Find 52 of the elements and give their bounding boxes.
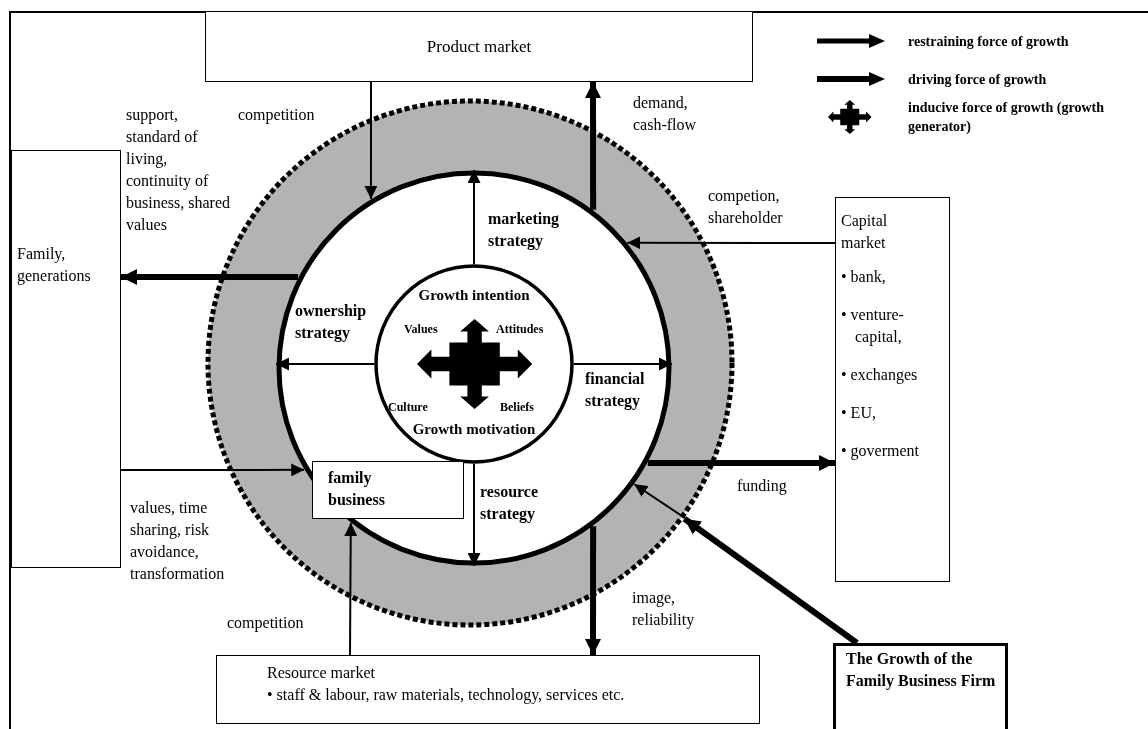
box-text: The Growth of the Family Business Firm: [846, 649, 996, 692]
arrow: [467, 463, 481, 567]
market-box: [216, 655, 760, 724]
edge-label: funding: [737, 476, 788, 497]
list-item: • staff & labour, raw materials, technology, services etc.: [267, 685, 626, 706]
legend-text: driving force of growth: [908, 70, 1048, 89]
arrow: [647, 455, 835, 471]
edge-label: values, time sharing, risk avoidance, transformation: [130, 498, 226, 584]
circle-text: Growth motivation: [411, 420, 537, 439]
circle-text: Culture: [388, 400, 428, 415]
edge-label: ownership strategy: [295, 301, 368, 344]
edge-label: demand, cash-flow: [633, 93, 698, 135]
arrow: [364, 81, 378, 200]
circle-text: Beliefs: [500, 400, 534, 415]
edge-label: marketing strategy: [488, 209, 561, 252]
list-item: • venture-capital,: [841, 305, 905, 348]
title-box: [833, 643, 1008, 729]
list-item: • goverment: [841, 441, 921, 462]
arrow: [573, 357, 673, 371]
box-title: Capital market: [841, 211, 889, 253]
legend-text: restraining force of growth: [908, 32, 1070, 51]
arrow: [275, 357, 375, 371]
box-title: Resource market: [267, 663, 376, 683]
market-box: [205, 11, 753, 82]
edge-label: competion, shareholder: [708, 186, 784, 228]
arrow: [467, 169, 481, 265]
circle-text: Values: [404, 322, 438, 337]
edge-label: support, standard of living, continuity of business, shared values: [126, 105, 230, 235]
box-text: Family, generations: [17, 244, 92, 287]
box-text: Product market: [426, 35, 532, 58]
market-box: [835, 197, 950, 582]
edge-label: image, reliability: [632, 588, 696, 631]
box-text: family business: [328, 468, 386, 510]
arrow: [121, 269, 299, 285]
arrow: [682, 516, 859, 646]
market-box: [11, 150, 121, 568]
arrow: [585, 82, 601, 210]
arrow: [585, 526, 601, 655]
edge-label: resource strategy: [480, 482, 540, 525]
edge-label: competition: [238, 105, 316, 126]
edge-label: financial strategy: [585, 369, 646, 412]
edge-label: competition: [227, 613, 305, 634]
list-item: • EU,: [841, 403, 877, 423]
circle-text: Attitudes: [496, 322, 544, 337]
legend-text: inducive force of growth (growth generator): [908, 99, 1105, 136]
arrow: [626, 236, 836, 250]
list-item: • exchanges: [841, 365, 919, 386]
arrow: [120, 463, 306, 477]
list-item: • bank,: [841, 267, 887, 287]
circle-text: Growth intention: [417, 286, 531, 305]
arrow: [633, 483, 686, 519]
arrow: [344, 522, 358, 656]
